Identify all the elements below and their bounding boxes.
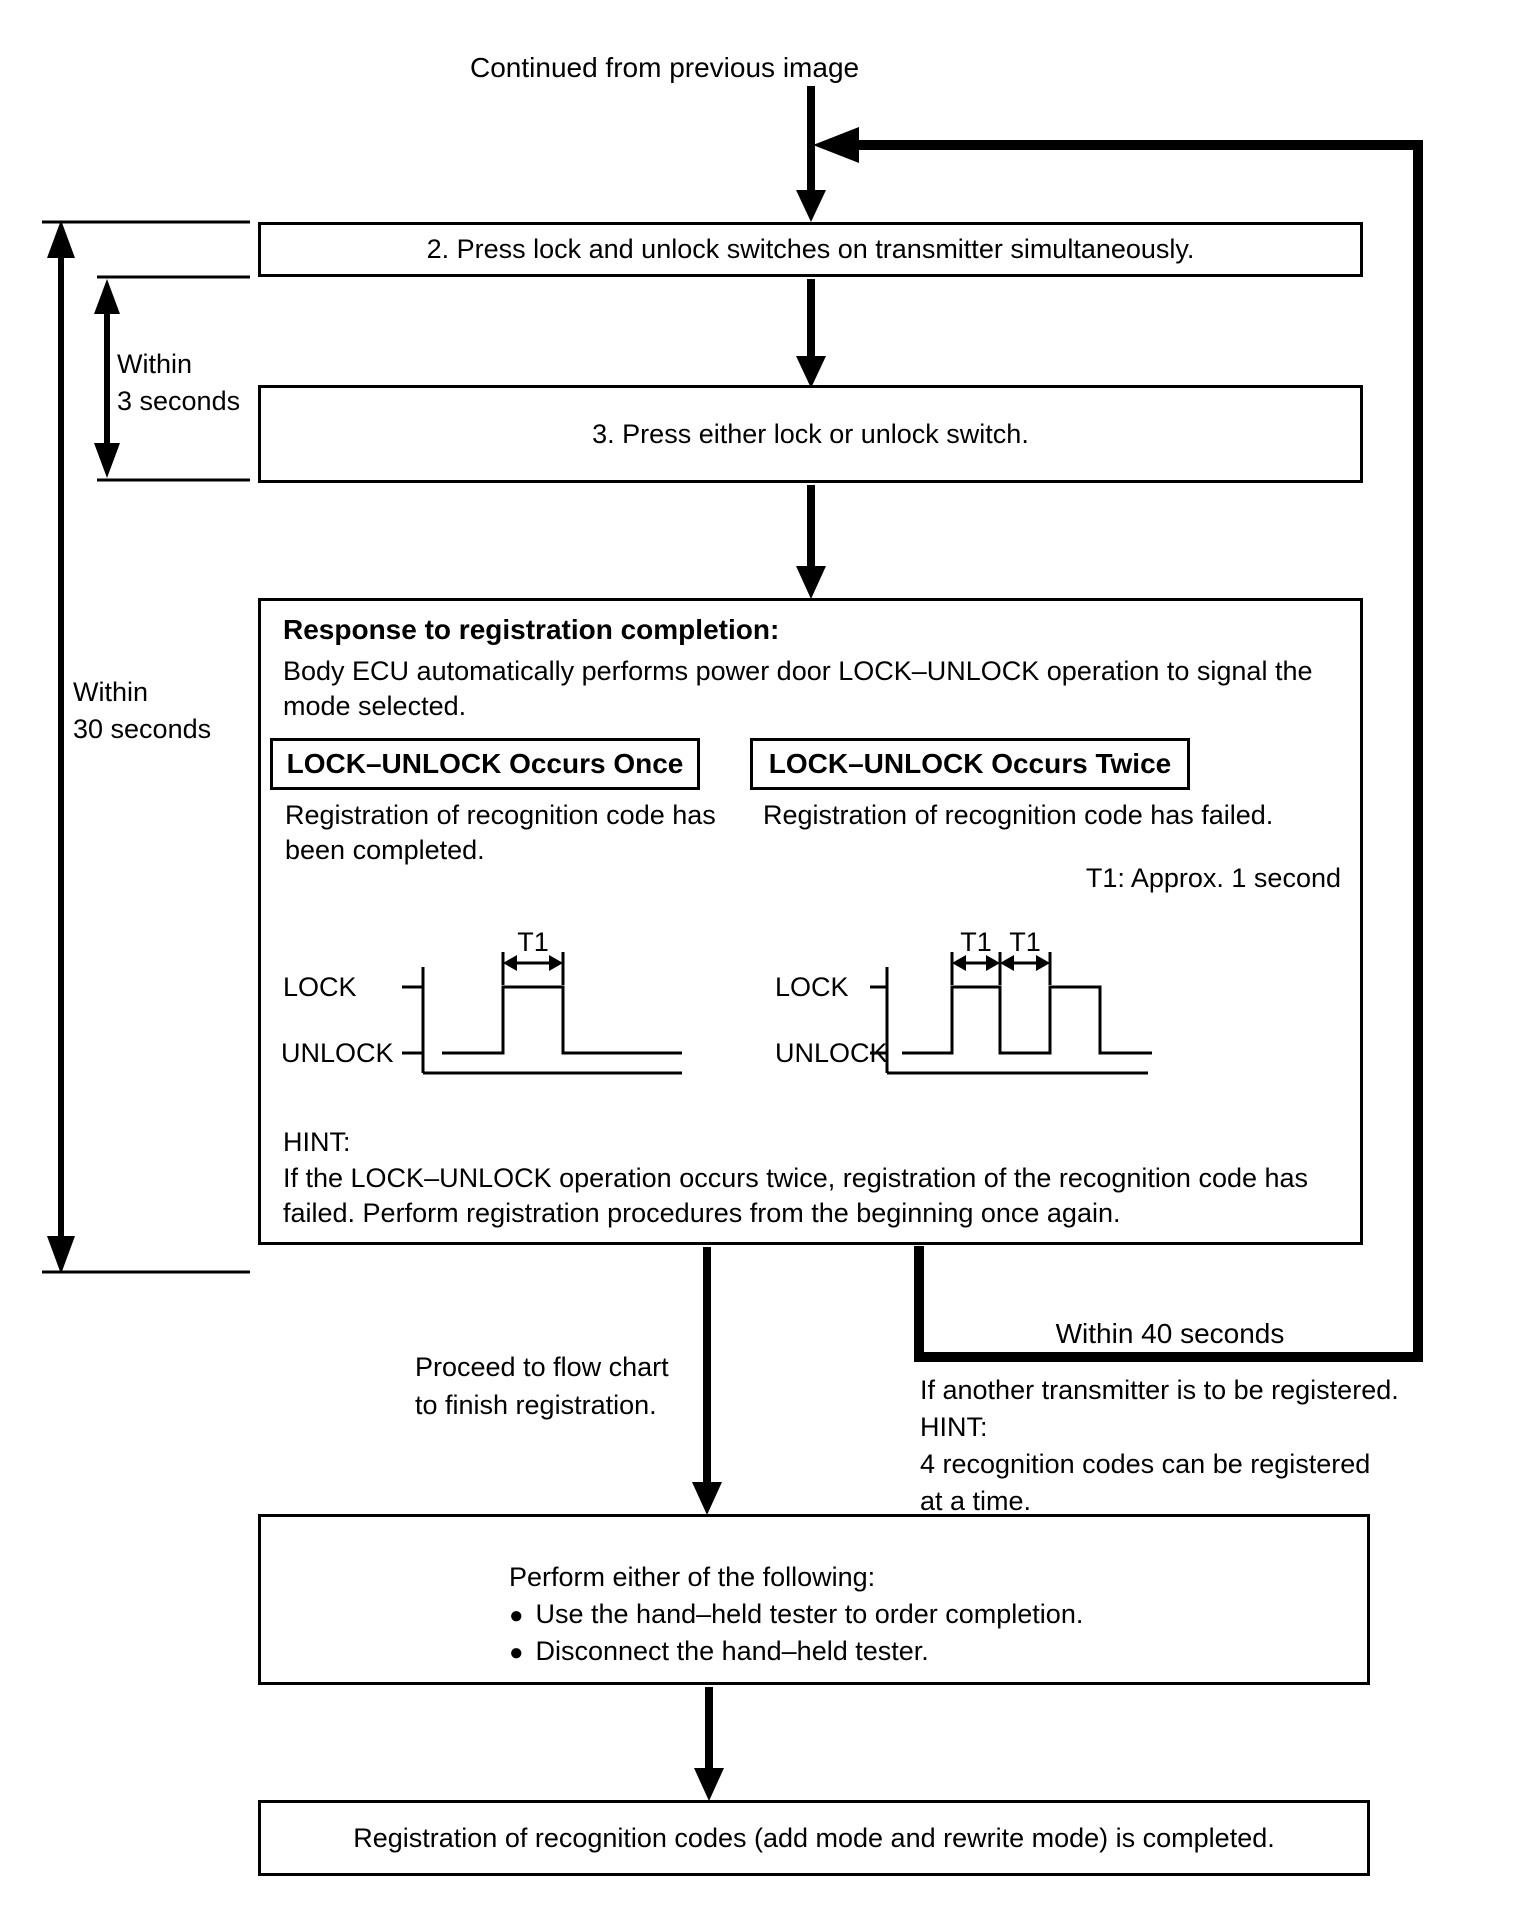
- another-transmitter-note: If another transmitter is to be register…: [920, 1372, 1399, 1520]
- arrow-down-icon: [796, 356, 826, 388]
- arrow-response-to-perform: [692, 1247, 722, 1515]
- bracket-30s: [42, 220, 250, 1274]
- arrow-left-icon: [1000, 955, 1014, 971]
- arrow-down-icon: [796, 190, 826, 222]
- within-3s-label: Within 3 seconds: [117, 346, 240, 420]
- within-30s-label: Within 30 seconds: [73, 674, 211, 748]
- unlock-label-once: UNLOCK: [281, 1038, 394, 1068]
- arrow-up-icon: [94, 279, 120, 314]
- arrow-down-icon: [94, 443, 120, 478]
- once-desc-line2: been completed.: [285, 835, 485, 865]
- continued-from-label: Continued from previous image: [470, 52, 860, 83]
- arrow-left-icon: [503, 955, 517, 971]
- step3-box: 3. Press either lock or unlock switch.: [258, 385, 1363, 483]
- occurs-once-label-box: LOCK–UNLOCK Occurs Once: [270, 738, 700, 790]
- arrow-down-icon: [47, 1236, 75, 1274]
- within-3s-line1: Within: [117, 349, 193, 379]
- response-body-line2: mode selected.: [283, 691, 467, 721]
- proceed-line1: Proceed to flow chart: [415, 1352, 669, 1382]
- bullet-icon: ●: [509, 1639, 524, 1666]
- feedback-loop-line: [813, 127, 1423, 1362]
- arrow-up-icon: [47, 220, 75, 258]
- arrow-step3-to-response: [796, 485, 826, 599]
- another-transmitter-line2: HINT:: [920, 1412, 988, 1442]
- step2-text: 2. Press lock and unlock switches on tra…: [426, 234, 1195, 264]
- arrow-left-icon: [952, 955, 966, 971]
- hint-line1: If the LOCK–UNLOCK operation occurs twic…: [283, 1163, 1309, 1193]
- final-box: Registration of recognition codes (add m…: [258, 1800, 1370, 1876]
- occurs-twice-label: LOCK–UNLOCK Occurs Twice: [768, 748, 1172, 779]
- within-40s-label: Within 40 seconds: [1055, 1318, 1285, 1349]
- step3-text: 3. Press either lock or unlock switch.: [592, 418, 1029, 449]
- another-transmitter-line3: 4 recognition codes can be registered: [920, 1449, 1371, 1479]
- hint-title: HINT:: [283, 1127, 351, 1157]
- proceed-label: Proceed to flow chart to finish registra…: [415, 1348, 669, 1424]
- perform-item-1: ● Use the hand–held tester to order comp…: [509, 1596, 1083, 1634]
- lock-label-twice: LOCK: [775, 972, 849, 1002]
- t1-note: T1: Approx. 1 second: [1085, 863, 1341, 893]
- response-title: Response to registration completion:: [283, 614, 780, 645]
- t1-label-once: T1: [517, 927, 549, 957]
- arrow-right-icon: [986, 955, 1000, 971]
- arrow-down-icon: [692, 1482, 722, 1515]
- arrow-into-step2: [796, 86, 826, 222]
- within-30s-line2: 30 seconds: [73, 714, 212, 744]
- arrow-left-icon: [813, 127, 859, 163]
- occurs-twice-label-box: LOCK–UNLOCK Occurs Twice: [750, 738, 1190, 790]
- t1-label-twice-2: T1: [1009, 927, 1041, 957]
- within-3s-line2: 3 seconds: [117, 386, 241, 416]
- response-box: Response to registration completion: Bod…: [258, 598, 1363, 1245]
- waveform-twice-diagram: [870, 952, 1152, 1075]
- twice-desc-line1: Registration of recognition code has fai…: [763, 800, 1274, 830]
- bullet-icon: ●: [509, 1602, 524, 1629]
- hint-line2: failed. Perform registration procedures …: [283, 1198, 1121, 1228]
- final-text: Registration of recognition codes (add m…: [353, 1822, 1275, 1853]
- perform-box: Perform either of the following: ● Use t…: [258, 1514, 1370, 1685]
- arrow-down-icon: [796, 566, 826, 599]
- another-transmitter-line1: If another transmitter is to be register…: [920, 1375, 1399, 1405]
- perform-title: Perform either of the following:: [509, 1562, 876, 1592]
- arrow-right-icon: [549, 955, 563, 971]
- lock-label-once: LOCK: [283, 972, 357, 1002]
- perform-item-2: ● Disconnect the hand–held tester.: [509, 1633, 929, 1671]
- waveform-once-diagram: [402, 952, 682, 1075]
- perform-item-2-text: Disconnect the hand–held tester.: [535, 1636, 929, 1666]
- response-body-line1: Body ECU automatically performs power do…: [283, 656, 1313, 686]
- occurs-once-label: LOCK–UNLOCK Occurs Once: [286, 748, 684, 779]
- arrow-down-icon: [694, 1768, 724, 1801]
- arrow-right-icon: [1036, 955, 1050, 971]
- another-transmitter-line4: at a time.: [920, 1486, 1032, 1516]
- bracket-3s: [94, 275, 250, 482]
- arrow-perform-to-final: [694, 1687, 724, 1801]
- unlock-label-twice: UNLOCK: [775, 1038, 888, 1068]
- proceed-line2: to finish registration.: [415, 1390, 657, 1420]
- arrow-step2-to-step3: [796, 279, 826, 388]
- perform-item-1-text: Use the hand–held tester to order comple…: [535, 1599, 1084, 1629]
- once-desc-line1: Registration of recognition code has: [285, 800, 716, 830]
- step2-box: 2. Press lock and unlock switches on tra…: [258, 222, 1363, 277]
- t1-label-twice-1: T1: [960, 927, 992, 957]
- within-30s-line1: Within: [73, 677, 149, 707]
